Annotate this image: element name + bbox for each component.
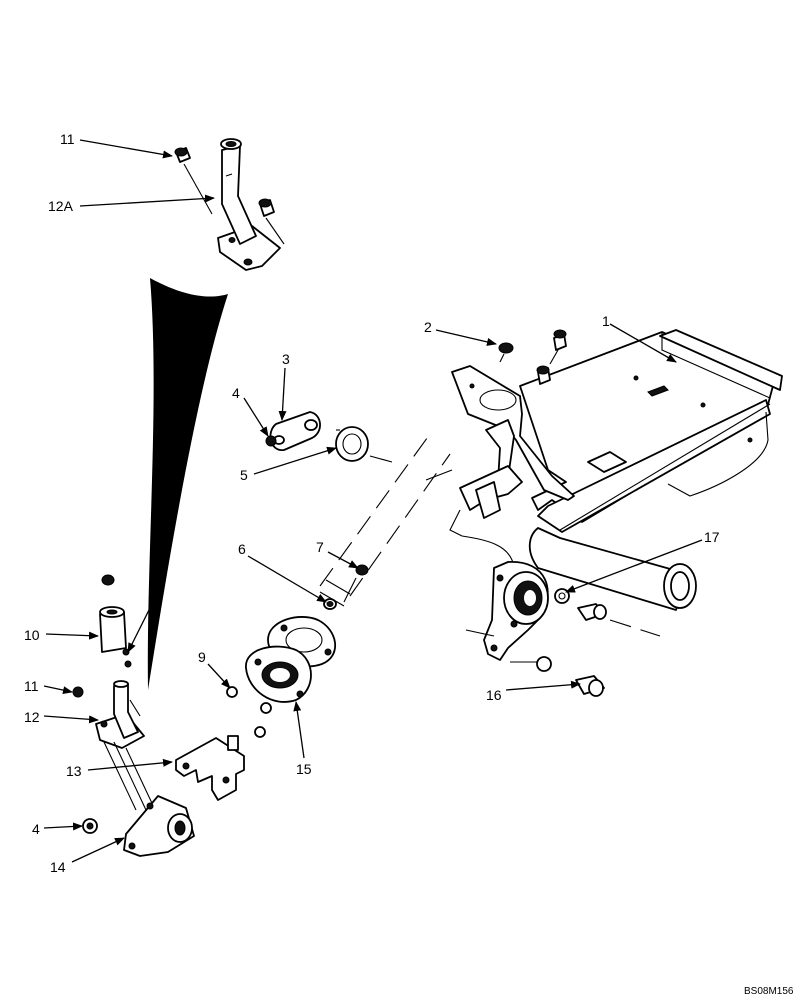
bolt-upper-right [577,603,607,621]
part-12-pedal-lower [95,680,145,749]
callout-2: 2 [424,319,432,335]
callout-4-upper: 4 [232,385,240,401]
callout-labels: 11 12A 2 1 3 4 5 6 7 17 8 10 9 11 12 15 … [24,131,720,875]
part-6-nut [323,598,337,610]
part-2-bolts [498,329,567,385]
callout-5: 5 [240,467,248,483]
part-4-nut-linkage [265,435,277,447]
part-1-main-frame [519,329,783,611]
part-11-screw-lower [72,686,141,717]
drawing-code: BS08M156 [744,986,794,997]
callout-4-lower: 4 [32,821,40,837]
frame-flange-bearing [483,561,549,661]
part-5-bearing [335,426,369,462]
switch-bracket [449,465,523,577]
callout-12: 12 [24,709,40,725]
callout-13: 13 [66,763,82,779]
part-7-bolt [343,564,369,603]
callout-1: 1 [602,313,610,329]
callout-7: 7 [316,539,324,555]
callout-11-upper: 11 [60,131,75,147]
part-15-flange-bearing [245,645,312,703]
callout-12a: 12A [48,198,74,214]
part-11-screw-upper [174,147,213,215]
part-12a-pedal-upper [217,138,281,271]
washers-lower [226,686,272,738]
callout-10: 10 [24,627,40,643]
callout-14: 14 [50,859,66,875]
part-14-bracket [123,795,195,857]
callout-8: 8 [148,593,156,609]
part-13-clevis [175,735,245,801]
callout-9: 9 [198,649,206,665]
callout-15: 15 [296,761,312,777]
callout-16: 16 [486,687,502,703]
leader-lines [43,139,703,863]
callout-11-lower: 11 [24,678,39,694]
part-3-lever-arm [269,411,321,451]
callout-17: 17 [704,529,720,545]
part-16-bolt [536,656,605,697]
pedal-rod-curved-shape [147,278,228,690]
part-8-pin [122,648,132,668]
callout-6: 6 [238,541,246,557]
part-10-sleeve [99,574,127,653]
screw-upper-right [258,198,285,245]
callout-3: 3 [282,351,290,367]
part-4-nut-lower [82,818,98,834]
